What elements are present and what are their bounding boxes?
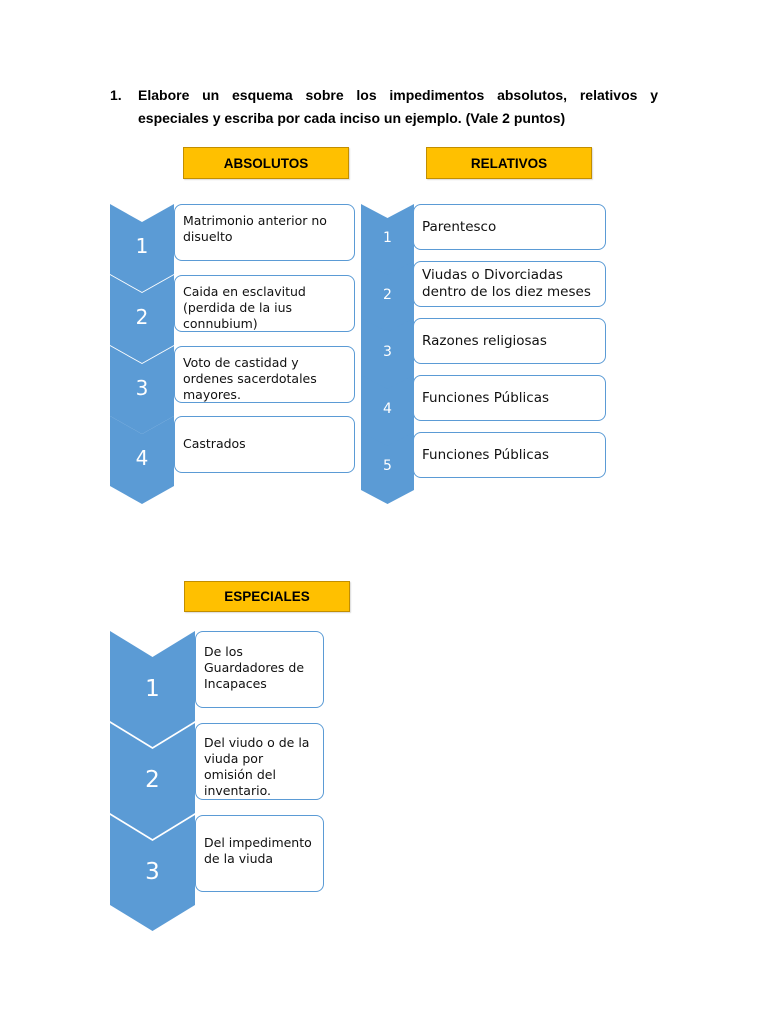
chevron-number: 2 [135, 305, 149, 329]
chevron-number: 1 [145, 676, 160, 702]
chevron-number: 3 [383, 344, 392, 360]
chevron-especiales-2: 2 [110, 723, 195, 839]
absolutos-item-3: Voto de castidad y ordenes sacerdotales … [174, 346, 355, 403]
header-relativos: RELATIVOS [426, 147, 592, 179]
question: 1. Elabore un esquema sobre los impedime… [110, 84, 658, 130]
especiales-item-1: De los Guardadores de Incapaces [195, 631, 324, 708]
relativos-item-2: Viudas o Divorciadas dentro de los diez … [413, 261, 606, 307]
relativos-item-3: Razones religiosas [413, 318, 606, 364]
relativos-item-5: Funciones Públicas [413, 432, 606, 478]
question-number: 1. [110, 87, 122, 103]
chevron-number: 1 [135, 234, 149, 258]
especiales-item-3: Del impedimento de la viuda [195, 815, 324, 892]
chevron-absolutos-3: 3 [110, 346, 174, 434]
chevron-relativos-2: 2 [361, 261, 414, 333]
especiales-item-2: Del viudo o de la viuda por omisión del … [195, 723, 324, 800]
chevron-relativos-3: 3 [361, 318, 414, 390]
absolutos-item-4: Castrados [174, 416, 355, 473]
absolutos-item-2: Caida en esclavitud (perdida de la ius c… [174, 275, 355, 332]
chevron-number: 3 [145, 859, 160, 885]
chevron-number: 2 [145, 767, 160, 793]
relativos-item-4: Funciones Públicas [413, 375, 606, 421]
relativos-item-1: Parentesco [413, 204, 606, 250]
chevron-relativos-4: 4 [361, 375, 414, 447]
absolutos-item-1: Matrimonio anterior no disuelto [174, 204, 355, 261]
header-especiales: ESPECIALES [184, 581, 350, 612]
chevron-number: 4 [383, 401, 392, 417]
chevron-number: 4 [135, 446, 149, 470]
chevron-absolutos-1: 1 [110, 204, 174, 292]
header-absolutos: ABSOLUTOS [183, 147, 349, 179]
chevron-absolutos-4: 4 [110, 416, 174, 504]
chevron-especiales-1: 1 [110, 631, 195, 747]
question-text: Elabore un esquema sobre los impedimento… [138, 87, 658, 126]
chevron-number: 3 [135, 376, 149, 400]
chevron-number: 1 [383, 230, 392, 246]
chevron-relativos-5: 5 [361, 432, 414, 504]
chevron-number: 2 [383, 287, 392, 303]
chevron-relativos-1: 1 [361, 204, 414, 276]
chevron-number: 5 [383, 458, 392, 474]
chevron-especiales-3: 3 [110, 815, 195, 931]
chevron-absolutos-2: 2 [110, 275, 174, 363]
